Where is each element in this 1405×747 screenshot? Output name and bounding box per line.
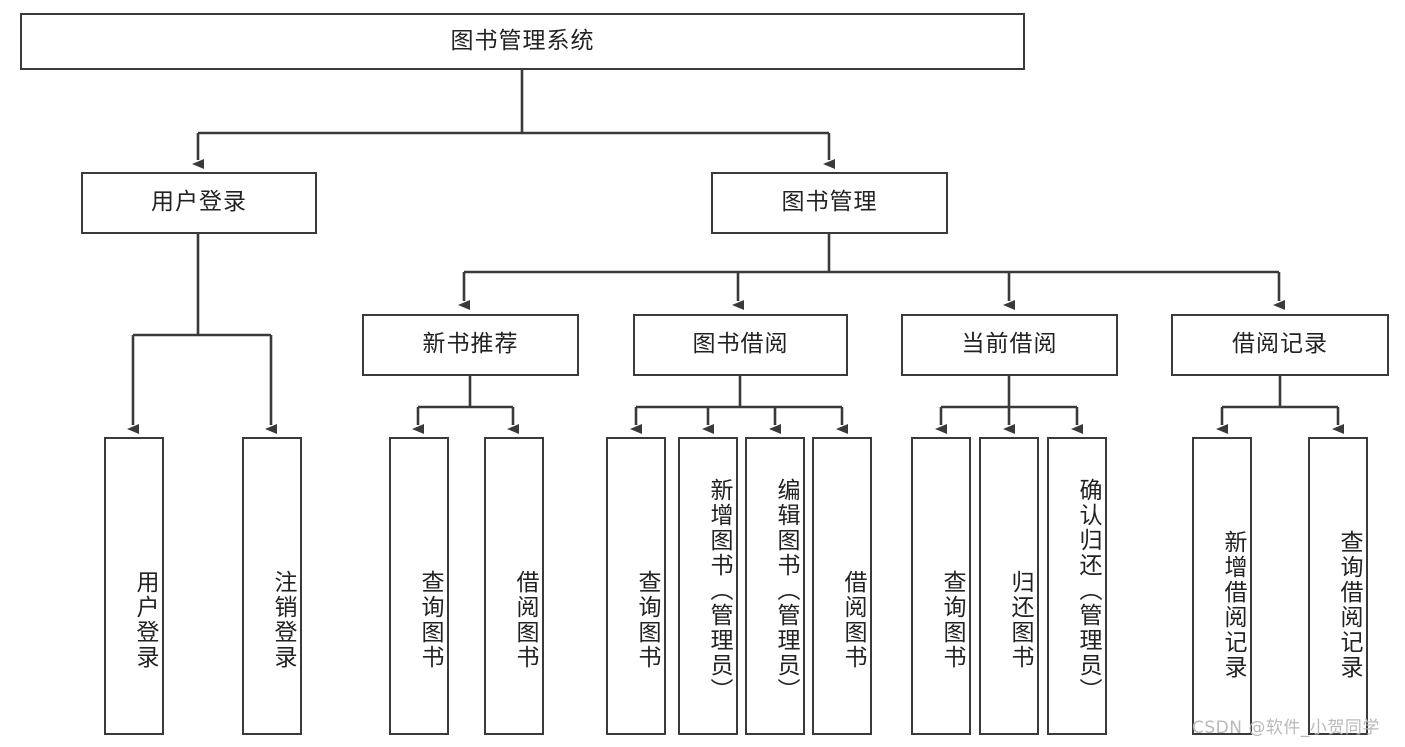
node-label: 新增借阅记录 [1220, 530, 1246, 680]
leaf-user-login[interactable]: 用户登录 [104, 437, 164, 735]
node-label: 查询借阅记录 [1336, 530, 1362, 680]
node-current-borrowing[interactable]: 当前借阅 [901, 314, 1118, 376]
leaf-logout[interactable]: 注销登录 [242, 437, 302, 735]
node-label: 注销登录 [270, 570, 296, 670]
node-label: 借阅记录 [1232, 331, 1328, 358]
node-label: 当前借阅 [961, 331, 1058, 358]
node-user-login[interactable]: 用户登录 [81, 172, 317, 234]
node-label: 新书推荐 [422, 331, 519, 358]
node-label: 新增图书（管理员） [706, 477, 732, 703]
node-book-management[interactable]: 图书管理 [711, 172, 948, 234]
node-label: 归还图书 [1007, 570, 1033, 670]
leaf-edit-book-admin[interactable]: 编辑图书（管理员） [745, 437, 805, 735]
node-label: 确认归还（管理员） [1075, 477, 1101, 703]
leaf-query-books-borrow[interactable]: 查询图书 [606, 437, 666, 735]
node-label: 查询图书 [634, 570, 660, 670]
node-label: 用户登录 [132, 570, 158, 670]
leaf-add-borrow-record[interactable]: 新增借阅记录 [1192, 437, 1252, 735]
leaf-borrow-books-newbook[interactable]: 借阅图书 [484, 437, 544, 735]
node-label: 用户登录 [151, 189, 247, 216]
csdn-watermark: CSDN @软件_小贺同学 [1192, 718, 1380, 738]
node-label: 图书借阅 [692, 331, 789, 358]
node-label: 查询图书 [939, 570, 965, 670]
leaf-query-borrow-record[interactable]: 查询借阅记录 [1308, 437, 1368, 735]
leaf-query-books-current[interactable]: 查询图书 [911, 437, 971, 735]
node-borrowing-record[interactable]: 借阅记录 [1171, 314, 1389, 376]
node-root-library-management-system[interactable]: 图书管理系统 [20, 13, 1025, 70]
node-book-borrowing[interactable]: 图书借阅 [633, 314, 848, 376]
leaf-borrow-books-borrow[interactable]: 借阅图书 [812, 437, 872, 735]
node-label: 查询图书 [417, 570, 443, 670]
node-label: 借阅图书 [840, 570, 866, 670]
node-label: 借阅图书 [512, 570, 538, 670]
node-new-book-recommendation[interactable]: 新书推荐 [362, 314, 579, 376]
leaf-return-books[interactable]: 归还图书 [979, 437, 1039, 735]
leaf-query-books-newbook[interactable]: 查询图书 [389, 437, 449, 735]
leaf-add-book-admin[interactable]: 新增图书（管理员） [678, 437, 738, 735]
node-label: 图书管理 [781, 189, 878, 216]
leaf-confirm-return-admin[interactable]: 确认归还（管理员） [1047, 437, 1107, 735]
node-label: 编辑图书（管理员） [773, 477, 799, 703]
node-label: 图书管理系统 [450, 27, 595, 54]
